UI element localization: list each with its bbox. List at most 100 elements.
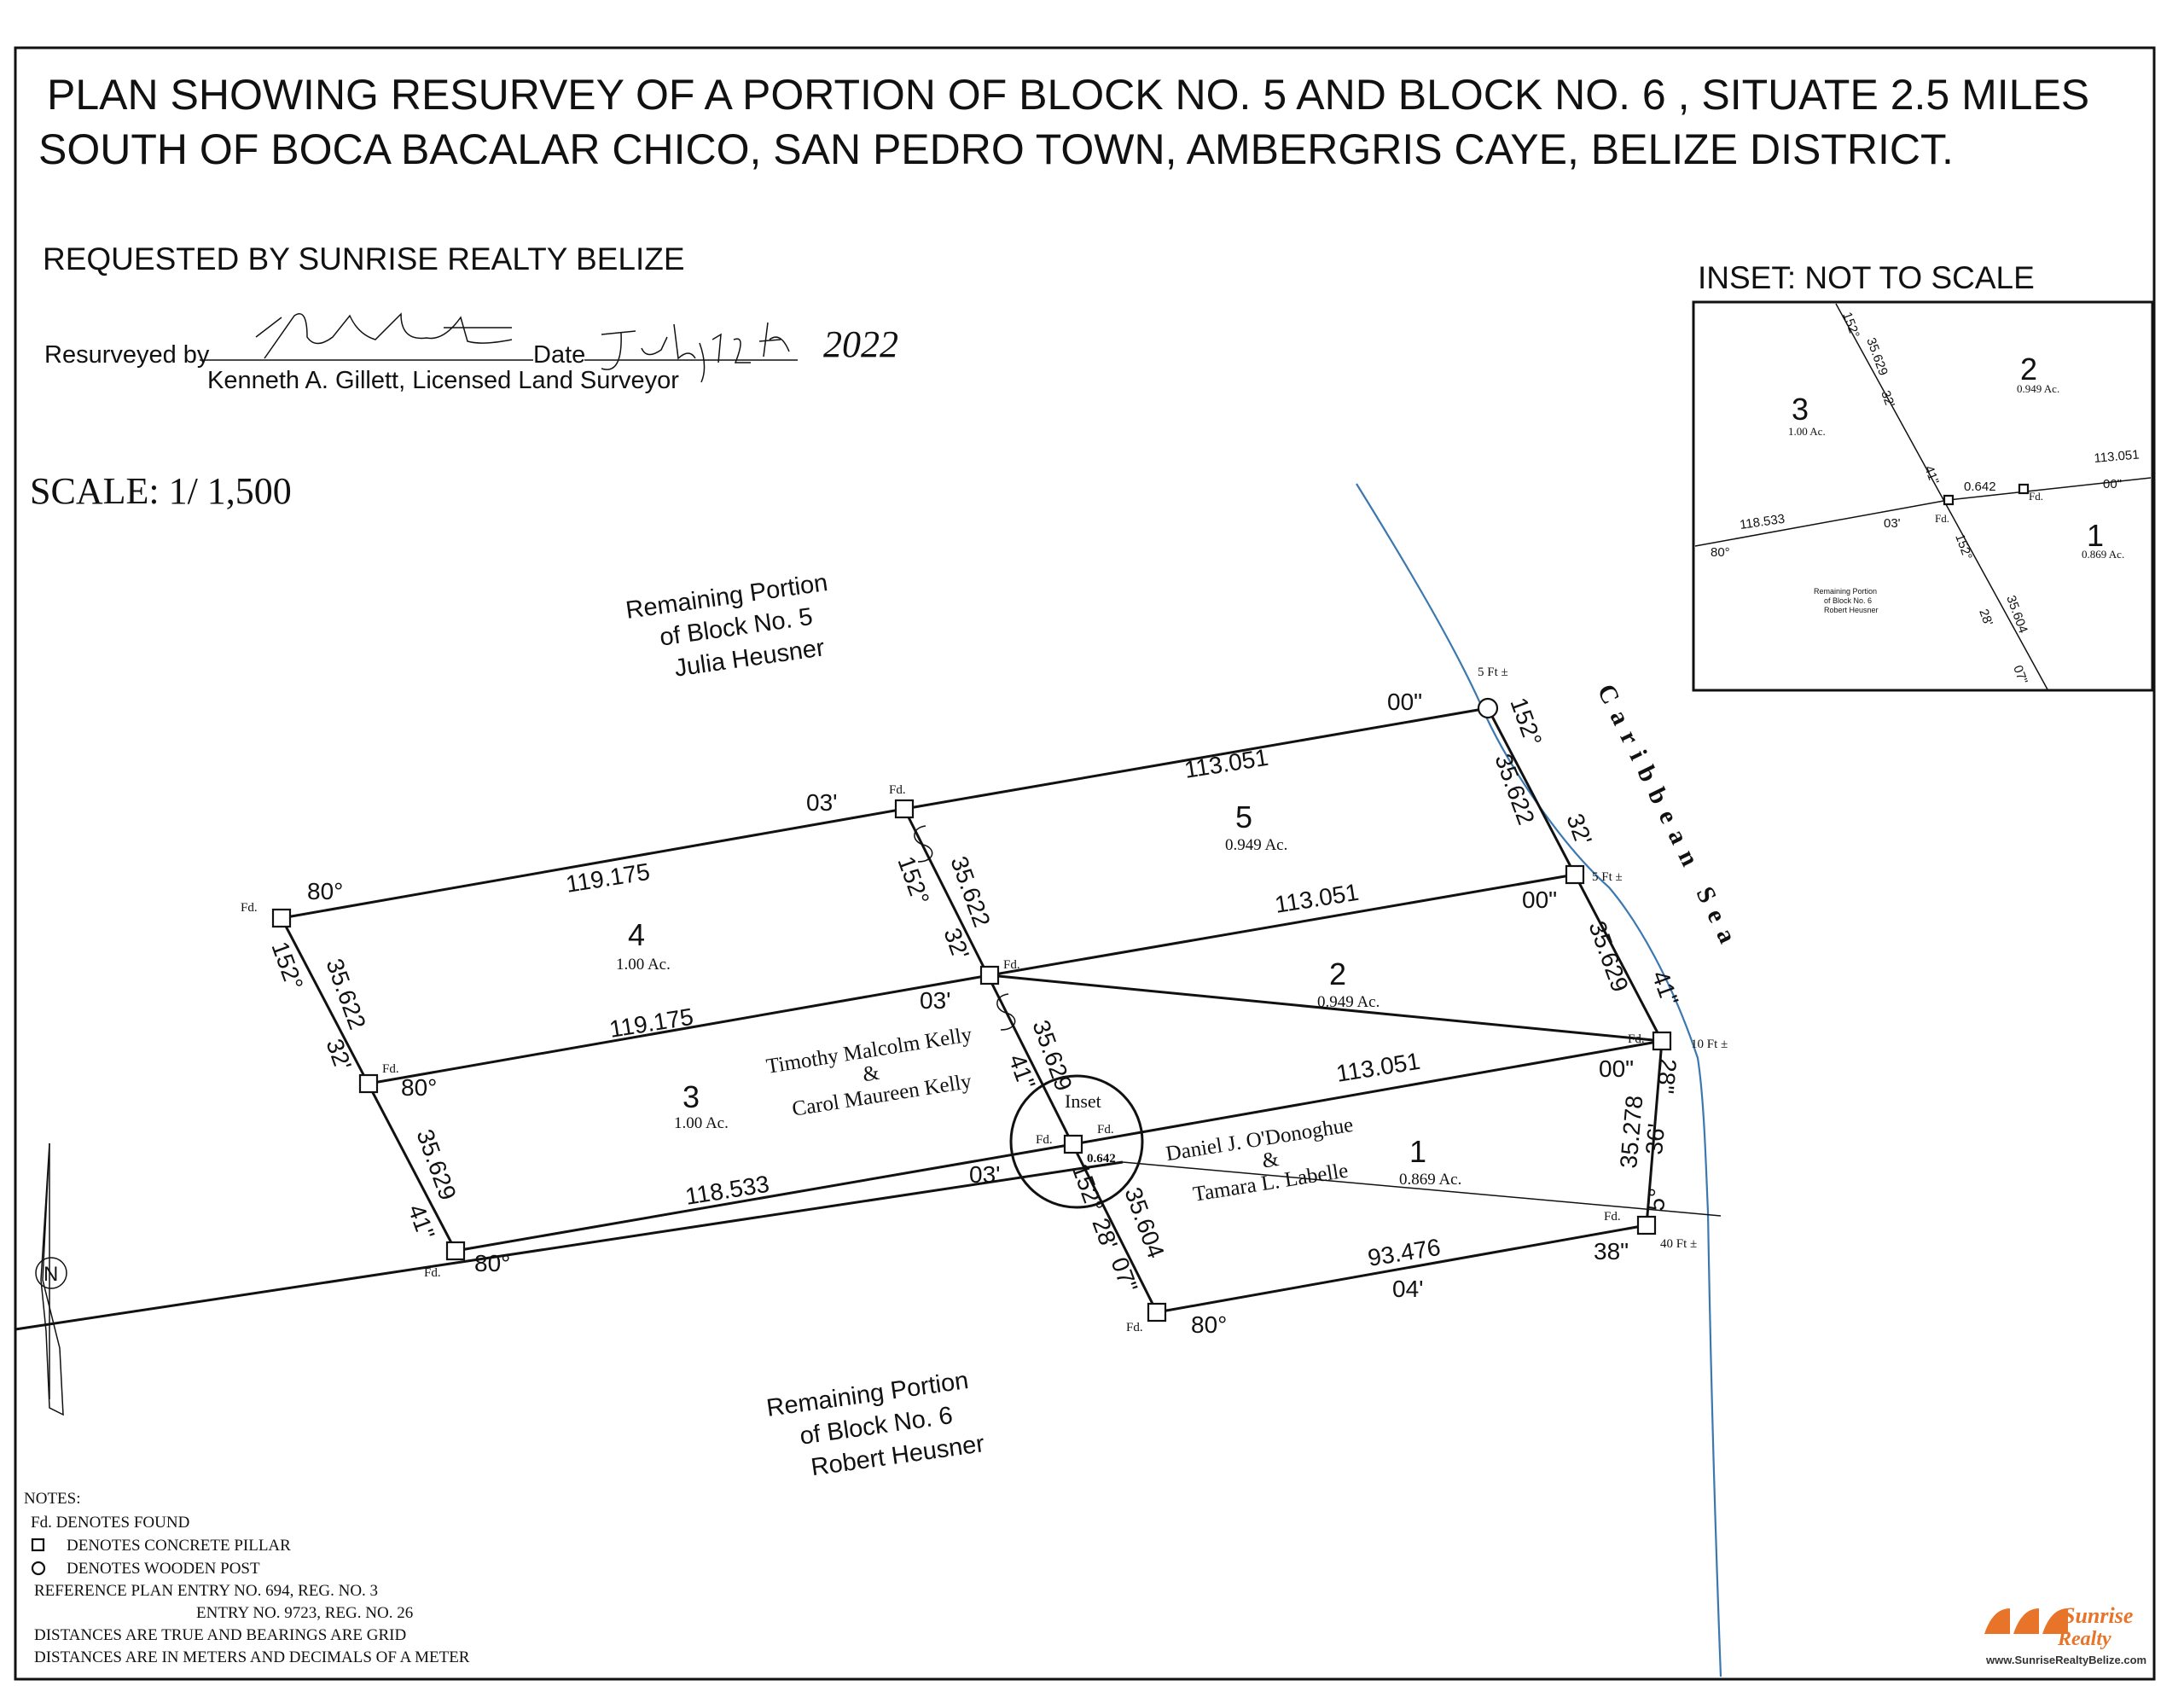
bearing-80-1: 80° bbox=[307, 878, 343, 904]
fd-label-inset-e: Fd. bbox=[1097, 1123, 1114, 1137]
signature-scribble bbox=[255, 312, 513, 359]
pillar-e-upper bbox=[1565, 864, 1585, 885]
note-units: DISTANCES ARE IN METERS AND DECIMALS OF … bbox=[34, 1648, 470, 1666]
fd-label-se: Fd. bbox=[1604, 1210, 1621, 1224]
line-offset-40ft bbox=[1122, 1161, 1722, 1217]
dim-35629-west: 35.629 bbox=[411, 1125, 461, 1203]
lot-1-number: 1 bbox=[1409, 1134, 1426, 1169]
lot-4-area: 1.00 Ac. bbox=[616, 956, 671, 974]
note-reference-2: ENTRY NO. 9723, REG. NO. 26 bbox=[196, 1604, 413, 1622]
bearing-04: 04' bbox=[1392, 1276, 1424, 1302]
line-lot4-south bbox=[368, 974, 990, 1085]
remaining-block5: Remaining Portion of Block No. 5 Julia H… bbox=[624, 569, 830, 683]
note-pillar: DENOTES CONCRETE PILLAR bbox=[67, 1537, 291, 1555]
bearing-41-east: 41" bbox=[1647, 967, 1683, 1009]
inset-dim-35604: 35.604 bbox=[2003, 594, 2030, 636]
note-bearings: DISTANCES ARE TRUE AND BEARINGS ARE GRID bbox=[34, 1626, 406, 1644]
fd-label-e-mid: Fd. bbox=[1628, 1032, 1645, 1046]
sea-label-group: Caribbean Sea bbox=[1592, 680, 1746, 957]
dim-119-mid: 119.175 bbox=[607, 1003, 695, 1043]
line-south-reference bbox=[15, 1160, 1124, 1331]
bearing-152-east: 152° bbox=[1505, 694, 1547, 749]
line-lot5-north bbox=[903, 706, 1489, 811]
bearing-41-west: 41" bbox=[403, 1201, 439, 1242]
bearing-80-2: 80° bbox=[401, 1074, 437, 1101]
inset-lot-2-area: 0.949 Ac. bbox=[2017, 382, 2059, 395]
inset-bearing-152b: 152° bbox=[1952, 532, 1975, 562]
wooden-post-ne bbox=[1477, 697, 1499, 719]
inset-circle-label: Inset bbox=[1065, 1090, 1101, 1112]
bearing-32-center: 32' bbox=[938, 924, 974, 962]
inset-bearing-152a: 152° bbox=[1839, 311, 1862, 340]
inset-lot-3: 3 bbox=[1792, 392, 1809, 427]
bearing-5: 5° bbox=[1642, 1187, 1670, 1212]
bearing-00-2: 00" bbox=[1522, 887, 1557, 913]
north-arrow-circle bbox=[35, 1257, 67, 1289]
north-arrow-shape bbox=[40, 1142, 64, 1416]
inset-dim-118: 118.533 bbox=[1739, 512, 1786, 532]
plan-title-line1: PLAN SHOWING RESURVEY OF A PORTION OF BL… bbox=[47, 71, 2089, 119]
bearing-36: 36' bbox=[1641, 1122, 1670, 1155]
dim-35604: 35.604 bbox=[1119, 1183, 1169, 1261]
inset-dim-642: 0.642 bbox=[1964, 480, 1996, 494]
inset-bearing-28: 28' bbox=[1976, 608, 1995, 628]
offset-5ft-mid: 5 Ft ± bbox=[1592, 870, 1623, 884]
logo-line1: Sunrise bbox=[2063, 1603, 2133, 1628]
fd-label-w-mid: Fd. bbox=[382, 1062, 399, 1076]
line-lot4-north bbox=[281, 807, 905, 920]
inset-bearing-07: 07" bbox=[2010, 664, 2030, 687]
remaining-block6: Remaining Portion of Block No. 6 Robert … bbox=[765, 1367, 987, 1481]
offset-40ft: 40 Ft ± bbox=[1660, 1237, 1697, 1251]
pillar-se bbox=[1636, 1215, 1657, 1235]
inset-pillar-1 bbox=[1943, 494, 1955, 506]
drawing-frame bbox=[14, 46, 2156, 1681]
inset-dim-35629: 35.629 bbox=[1863, 336, 1891, 378]
bearing-152-west: 152° bbox=[266, 938, 308, 993]
inset-lot-1: 1 bbox=[2087, 518, 2104, 553]
pillar-nw bbox=[271, 908, 292, 928]
inset-line-diag bbox=[1835, 303, 2048, 690]
line-lot1-south bbox=[1156, 1224, 1647, 1314]
note-post-symbol bbox=[31, 1561, 46, 1576]
plan-title-line2: SOUTH OF BOCA BACALAR CHICO, SAN PEDRO T… bbox=[38, 125, 1954, 173]
note-found: Fd. DENOTES FOUND bbox=[31, 1514, 189, 1532]
bearing-38: 38" bbox=[1594, 1238, 1629, 1264]
dim-113-top: 113.051 bbox=[1182, 744, 1270, 783]
dim-119-top: 119.175 bbox=[564, 858, 652, 898]
sea-label: Caribbean Sea bbox=[1592, 680, 1746, 957]
lot-4-number: 4 bbox=[628, 917, 645, 952]
pillar-n-center bbox=[894, 799, 915, 819]
lot-2-area: 0.949 Ac. bbox=[1317, 993, 1380, 1011]
dim-35629-east: 35.629 bbox=[1583, 917, 1633, 995]
logo-line2: Realty bbox=[2057, 1628, 2111, 1650]
inset-bearing-00: 00" bbox=[2103, 477, 2122, 491]
dim-0642: 0.642 bbox=[1087, 1152, 1116, 1166]
fd-label-s-center: Fd. bbox=[1126, 1321, 1143, 1334]
fd-label-nw: Fd. bbox=[241, 901, 258, 915]
fd-label-sw: Fd. bbox=[424, 1266, 441, 1280]
resurveyed-by-label: Resurveyed by bbox=[44, 341, 210, 369]
offset-10ft: 10 Ft ± bbox=[1691, 1038, 1728, 1051]
bearing-41-center: 41" bbox=[1003, 1050, 1040, 1092]
requested-by: REQUESTED BY SUNRISE REALTY BELIZE bbox=[43, 241, 685, 276]
inset-fd-1: Fd. bbox=[2029, 490, 2043, 503]
inset-bearing-32: 32' bbox=[1878, 389, 1897, 410]
inset-remaining-1: Remaining Portion bbox=[1814, 587, 1877, 596]
inset-lot-2: 2 bbox=[2020, 352, 2037, 387]
coastline bbox=[1356, 483, 1722, 1677]
inset-pillar-2 bbox=[2018, 483, 2030, 495]
lot-2-number: 2 bbox=[1329, 956, 1346, 991]
fd-label-center: Fd. bbox=[1003, 958, 1020, 972]
inset-remaining-2: of Block No. 6 bbox=[1824, 596, 1872, 605]
sunrise-realty-logo: Sunrise Realty www.SunriseRealtyBelize.c… bbox=[1984, 1603, 2146, 1666]
inset-lot-3-area: 1.00 Ac. bbox=[1788, 425, 1826, 438]
fd-label-inset-w: Fd. bbox=[1036, 1133, 1053, 1147]
dim-35278: 35.278 bbox=[1615, 1095, 1647, 1170]
date-scribble-month bbox=[601, 322, 790, 383]
bearing-00-1: 00" bbox=[1387, 689, 1422, 715]
bearing-00-3: 00" bbox=[1599, 1055, 1634, 1082]
bearing-32-west: 32' bbox=[321, 1035, 357, 1073]
lot-5-area: 0.949 Ac. bbox=[1225, 836, 1287, 854]
owner-1-2-line1: Daniel J. O'Donoghue bbox=[1165, 1113, 1355, 1166]
line-lot2-south bbox=[989, 974, 1663, 1043]
